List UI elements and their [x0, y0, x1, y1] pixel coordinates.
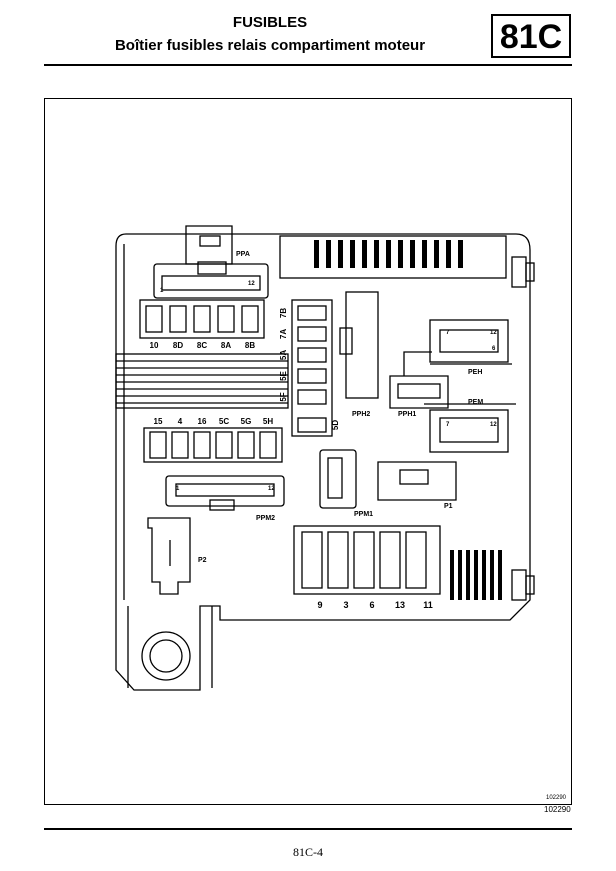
fuse-label: 5G: [241, 417, 252, 426]
ppm2-lock: [209, 499, 235, 511]
fuse-label: 5C: [219, 417, 229, 426]
pph2-latch: [339, 327, 353, 355]
fuse-label: 16: [198, 417, 207, 426]
fuse-label: 5H: [263, 417, 273, 426]
pin-mark: 6: [492, 346, 496, 352]
ppa-lock: [197, 261, 227, 275]
fuse-label: 8C: [197, 341, 207, 350]
fuse-label: 6: [369, 600, 374, 610]
fuse-row-middle-body: [143, 427, 283, 463]
middle-fuse-labels: 15 4 16 5C 5G 5H: [154, 417, 274, 426]
right-clip-top: [511, 256, 527, 288]
pph1-label: PPH1: [398, 411, 416, 418]
pin-mark: 1: [176, 486, 180, 492]
page-subtitle: Boîtier fusibles relais compartiment mot…: [114, 37, 426, 54]
page-number: 81C-4: [293, 845, 323, 859]
fuse-column-slots: [297, 305, 327, 433]
right-clip-bottom: [511, 569, 527, 601]
fuse-label: 13: [395, 600, 405, 610]
ppm2-connector: [165, 475, 285, 507]
right-clip-bottom-tab: [525, 575, 535, 595]
fuse-label: 3: [343, 600, 348, 610]
pin-mark: 12: [248, 281, 255, 287]
fuse-row-top-body: [139, 299, 265, 339]
fuse-label: 7A: [279, 329, 288, 339]
right-clip-top-tab: [525, 262, 535, 282]
pin-mark: 12: [490, 422, 497, 428]
ppm1-inner: [327, 457, 343, 499]
fuse-label: 8A: [221, 341, 231, 350]
ppm2-inner: [175, 483, 275, 497]
figure-reference: 102290: [544, 805, 571, 814]
pin-mark: 12: [268, 486, 275, 492]
ppm2-label: PPM2: [256, 515, 275, 522]
page-title: FUSIBLES: [232, 14, 308, 31]
ribbed-band: [115, 353, 289, 409]
fuse-label: 5D: [331, 420, 340, 430]
p2-connector: [147, 517, 191, 595]
p1-latch: [399, 469, 429, 485]
pem-inner: [439, 417, 499, 443]
pin-mark: 7: [446, 422, 450, 428]
fuse-row-bottom-slots: [301, 531, 427, 589]
p1-label: P1: [444, 503, 453, 510]
ppa-latch: [199, 235, 221, 247]
fuse-label: 5A: [279, 350, 288, 360]
diagram-frame: [44, 98, 572, 805]
fuse-row-bottom-body: [293, 525, 441, 595]
fuse-label: 10: [150, 341, 159, 350]
ppa-tab: [185, 225, 233, 265]
fuse-label: 11: [423, 600, 433, 610]
pph2-connector: [345, 291, 379, 399]
fuse-label: 5F: [279, 392, 288, 401]
top-fuse-labels: 10 8D 8C 8A 8B: [150, 341, 256, 350]
ppa-label: PPA: [236, 251, 250, 258]
fuse-row-middle-slots: [149, 431, 277, 459]
bottom-fuse-labels: 9 3 6 13 11: [317, 600, 432, 610]
footer-rule: [44, 828, 572, 830]
pin-mark: 1: [160, 288, 164, 294]
mounting-boss: [127, 606, 213, 688]
pin-mark: 7: [446, 330, 450, 336]
peh-connector: [429, 319, 509, 363]
ppa-connector-inner: [161, 275, 261, 291]
pem-connector: [429, 409, 509, 453]
peh-inner: [439, 329, 499, 353]
fuse-label: 8B: [245, 341, 255, 350]
vent-slots: [314, 240, 463, 268]
pin-mark: 12: [490, 330, 497, 336]
connector-labels: PPA PPH2 PPH1 PEH PEM PPM1 P1 PPM2 P2: [198, 251, 483, 564]
figure-reference-inner: 102290: [546, 795, 567, 801]
ppa-connector: [153, 263, 269, 299]
pph2-label: PPH2: [352, 411, 370, 418]
ppm1-connector: [319, 449, 357, 509]
fuse-box-housing: [115, 233, 531, 691]
fuse-label: 4: [178, 417, 183, 426]
relay-block-top: [279, 235, 507, 279]
fuse-label: 15: [154, 417, 163, 426]
ppm1-label: PPM1: [354, 511, 373, 518]
pph1-pins: [397, 383, 441, 399]
column-fuse-labels: 7B 7A 5A 5E 5F 5D: [279, 308, 340, 430]
pin-markers: 12 1 7 12 6 7 12 1 12: [160, 281, 497, 492]
fuse-row-top-slots: [145, 305, 259, 333]
fuse-label: 9: [317, 600, 322, 610]
header-rule: [44, 64, 572, 66]
section-badge: 81C: [491, 14, 571, 58]
p1-connector: [377, 461, 457, 501]
fuse-label: 8D: [173, 341, 183, 350]
bottom-vents: [450, 550, 502, 600]
pph1-stem: [403, 351, 432, 376]
fuse-label: 7B: [279, 308, 288, 318]
p2-label: P2: [198, 557, 207, 564]
peh-label: PEH: [468, 369, 482, 376]
fuse-column-body: [291, 299, 333, 437]
pph1-connector: [389, 375, 449, 409]
pem-label: PEM: [468, 399, 483, 406]
fuse-label: 5E: [279, 370, 288, 380]
